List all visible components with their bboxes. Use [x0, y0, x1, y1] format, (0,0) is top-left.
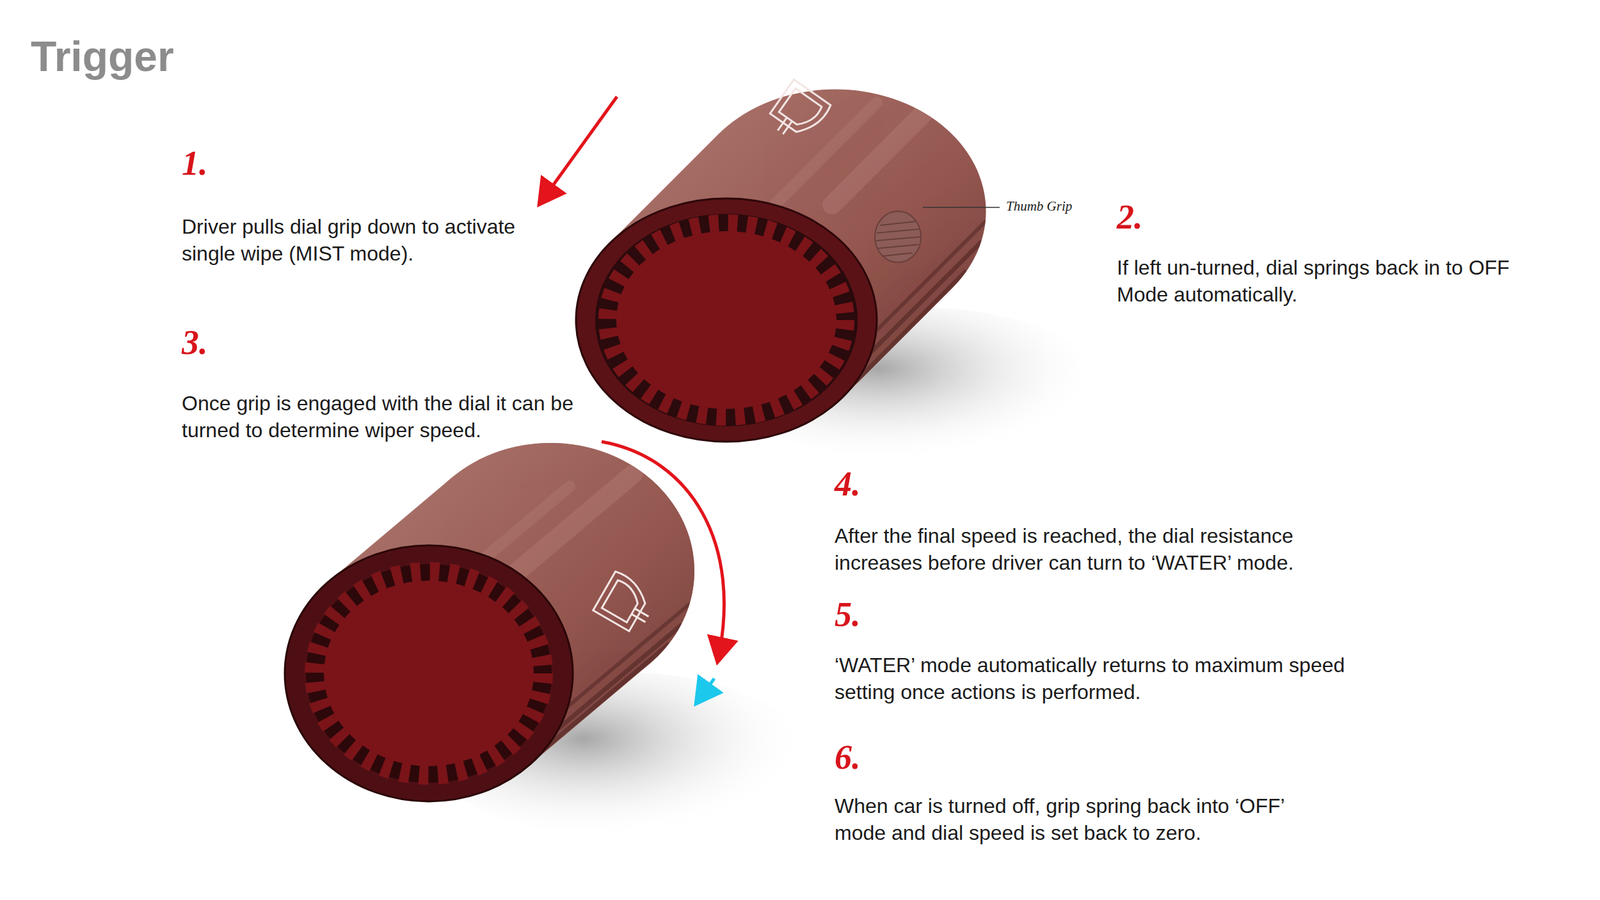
step-text-slot: After the final speed is reached, the di…	[834, 522, 1366, 576]
step-text-slot: Driver pulls dial grip down to activate …	[181, 213, 541, 267]
step-text: When car is turned off, grip spring back…	[834, 792, 1309, 847]
step-text: If left un-turned, dial springs back in …	[1116, 254, 1527, 308]
step-number-slot: 2.	[1116, 198, 1144, 237]
step-text: ‘WATER’ mode automatically returns to ma…	[834, 651, 1366, 706]
step-number-slot: 3.	[181, 323, 208, 362]
step-number-slot: 4.	[834, 465, 861, 504]
step-text-slot: If left un-turned, dial springs back in …	[1116, 254, 1527, 308]
callout-label-slot: Thumb Grip	[1006, 199, 1072, 214]
step-text-slot: ‘WATER’ mode automatically returns to ma…	[834, 651, 1366, 706]
step-number-slot: 1.	[181, 144, 208, 183]
step-number: 2.	[1116, 198, 1144, 237]
step-text: After the final speed is reached, the di…	[834, 522, 1366, 576]
step-text-slot: Once grip is engaged with the dial it ca…	[181, 389, 592, 444]
step-number: 4.	[834, 465, 861, 504]
step-number: 1.	[181, 144, 208, 183]
step-number: 3.	[181, 323, 208, 362]
step-text: Driver pulls dial grip down to activate …	[181, 213, 541, 267]
diagram-title: Trigger	[30, 33, 175, 80]
diagram-title-slot: Trigger	[30, 33, 175, 80]
step-number-slot: 5.	[834, 595, 861, 634]
step-number: 5.	[834, 595, 861, 634]
step-number: 6.	[834, 738, 861, 777]
step-text-slot: When car is turned off, grip spring back…	[834, 792, 1309, 847]
step-number-slot: 6.	[834, 738, 861, 777]
callout-label: Thumb Grip	[1006, 199, 1072, 214]
step-text: Once grip is engaged with the dial it ca…	[181, 389, 592, 444]
